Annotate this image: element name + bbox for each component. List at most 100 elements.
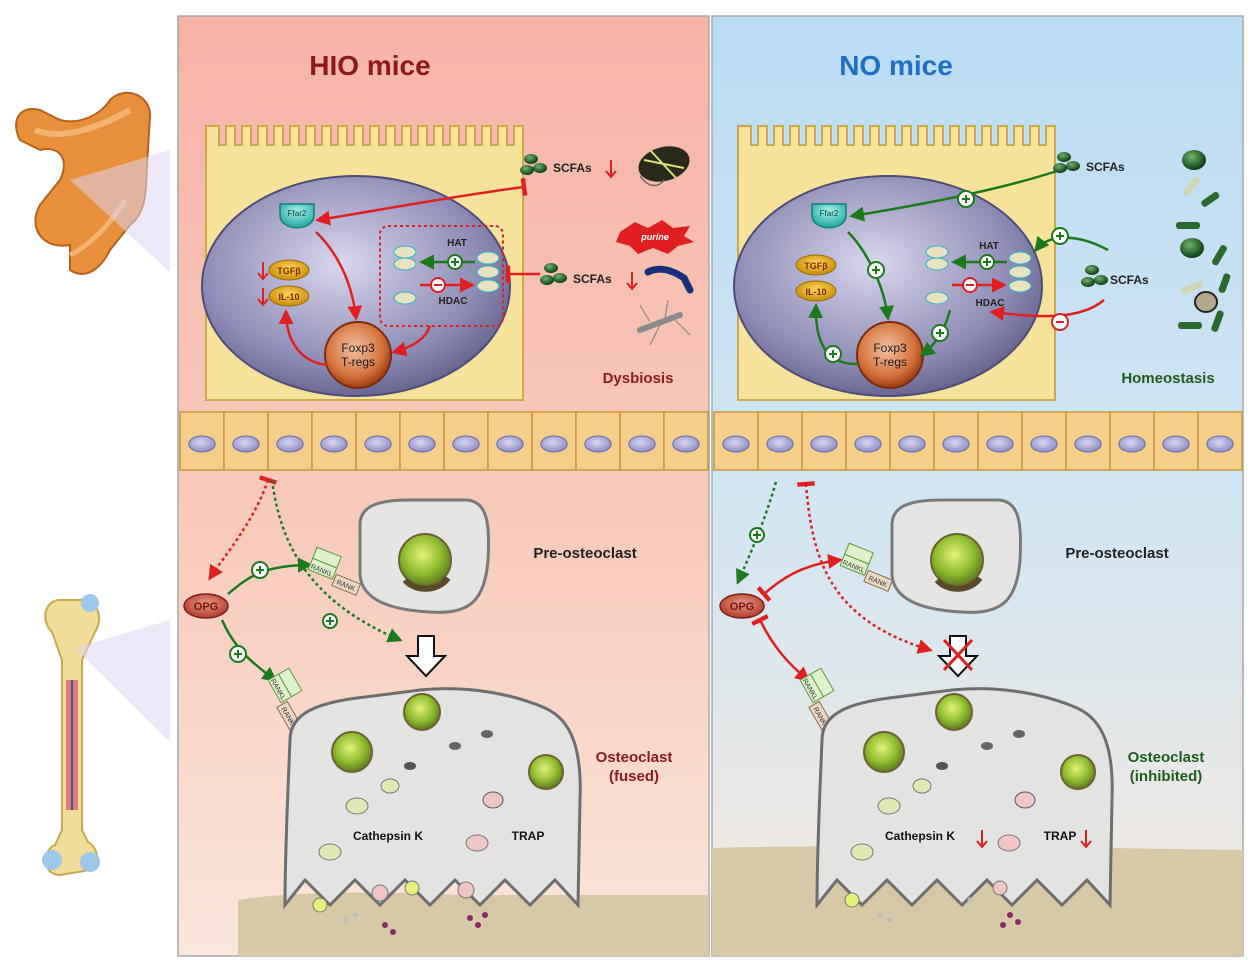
- no-scfa-mid-label: SCFAs: [1110, 273, 1149, 287]
- hio-cathepsin-label: Cathepsin K: [353, 829, 423, 843]
- no-cathepsin-label: Cathepsin K: [885, 829, 955, 843]
- hio-pre-osteoclast-label: Pre-osteoclast: [533, 545, 636, 562]
- hio-treg-cell: [324, 321, 392, 389]
- hio-epithelial-cell: [663, 411, 709, 471]
- hio-scfa-cluster-mid-icon: [540, 263, 567, 285]
- no-epithelium-row: [713, 411, 1243, 471]
- hio-activate-dashed: [270, 479, 403, 643]
- hio-scfa-mid-down-arrow-icon: [626, 272, 638, 291]
- no-epithelial-nucleus: [942, 435, 970, 453]
- hio-trap-label: TRAP: [512, 829, 545, 843]
- no-opg-inhibit-rankl-bottom: [751, 614, 811, 682]
- no-ffar2-label: Ffar2: [820, 209, 839, 218]
- hio-epithelium-row: [179, 411, 709, 471]
- no-lysosome-group: [850, 730, 1036, 861]
- no-epithelial-nucleus: [986, 435, 1014, 453]
- no-epithelial-nucleus: [854, 435, 882, 453]
- no-il10-bean: [795, 280, 837, 302]
- hio-purine-burst-icon: purine: [616, 220, 694, 254]
- no-opg-inhibit-rankl-top: [756, 554, 843, 603]
- no-tgf-bean: [795, 254, 837, 276]
- no-osteoclast-nucleus-3: [1060, 754, 1096, 790]
- no-trap-label: TRAP: [1044, 829, 1077, 843]
- hio-treg-line2: T-regs: [341, 355, 375, 369]
- no-opg-icon: [719, 593, 765, 619]
- no-osteoclast-line1: Osteoclast: [1128, 749, 1205, 766]
- hio-epithelial-nucleus: [496, 435, 524, 453]
- hio-histone-left-icon: [393, 245, 417, 305]
- no-trap-down-arrow-icon: [1080, 830, 1092, 849]
- hio-epithelial-nucleus: [276, 435, 304, 453]
- no-osteoclast-nucleus-1: [863, 731, 905, 773]
- hio-treg-to-cytokine-arrow: [278, 309, 328, 367]
- hio-osteoclast-nucleus-2: [403, 693, 441, 731]
- hio-rod-bacteria-icon: [644, 265, 694, 294]
- no-cathepsin-down-arrow-icon: [976, 830, 988, 849]
- hio-scfa-top-down-arrow-icon: [605, 160, 617, 179]
- hio-resorption-particles: [312, 880, 488, 935]
- no-epithelial-nucleus: [766, 435, 794, 453]
- no-state-label: Homeostasis: [1121, 370, 1214, 387]
- hio-pre-osteoclast-nucleus: [398, 533, 452, 587]
- no-ffar2-receptor-icon: [811, 203, 847, 229]
- hio-scfa-cluster-top-icon: [520, 154, 547, 175]
- hio-fusion-down-arrow-icon: [404, 635, 448, 678]
- no-scfa-cluster-top-icon: [1053, 152, 1080, 173]
- no-osteoclast-line2: (inhibited): [1130, 768, 1202, 785]
- no-pre-osteoclast-nucleus: [930, 533, 984, 587]
- hio-osteoclast-nucleus-3: [528, 754, 564, 790]
- hio-epithelial-nucleus: [584, 435, 612, 453]
- no-treg-line1: Foxp3: [873, 341, 907, 355]
- no-nucleus: [733, 175, 1043, 397]
- hio-purine-label: purine: [640, 232, 669, 242]
- no-fusion-block-cross-icon: [942, 638, 974, 672]
- hio-epithelial-nucleus: [320, 435, 348, 453]
- hio-epithelial-nucleus: [672, 435, 700, 453]
- hio-epithelial-nucleus: [232, 435, 260, 453]
- hio-opg-label: OPG: [194, 601, 218, 613]
- hio-title: HIO mice: [309, 50, 430, 81]
- hio-epithelial-nucleus: [364, 435, 392, 453]
- no-pre-osteoclast-label: Pre-osteoclast: [1065, 545, 1168, 562]
- hio-epithelial-nucleus: [452, 435, 480, 453]
- hio-epithelial-nucleus: [408, 435, 436, 453]
- no-scfa-top-label: SCFAs: [1086, 160, 1125, 174]
- hio-osteoclast-nucleus-1: [331, 731, 373, 773]
- hio-tgf-bean: [268, 259, 310, 281]
- no-hat-label: HAT: [979, 241, 999, 252]
- hio-state-label: Dysbiosis: [603, 370, 674, 387]
- hio-flagella-bacteria-icon: [637, 299, 691, 346]
- hio-inhibit-opg-dashed: [208, 475, 277, 581]
- hio-rankl-rank-top: RANKL RANK: [307, 546, 362, 596]
- no-title: NO mice: [839, 50, 953, 81]
- hio-il10-label: IL-10: [278, 292, 299, 302]
- no-commensal-bacteria-icon: [1176, 150, 1231, 332]
- no-scfa-cluster-mid-icon: [1081, 265, 1108, 287]
- no-epithelial-nucleus: [898, 435, 926, 453]
- hio-opg-icon: [183, 593, 229, 619]
- hio-tgf-down-arrow-icon: [257, 262, 269, 281]
- no-epithelial-nucleus: [810, 435, 838, 453]
- hio-epithelial-nucleus: [188, 435, 216, 453]
- hio-il10-bean: [268, 285, 310, 307]
- no-resorption-particles: [844, 880, 1021, 928]
- no-histone-left-icon: [925, 245, 949, 305]
- colon-illustration: [15, 91, 170, 275]
- no-tgf-label: TGFβ: [804, 261, 828, 271]
- hio-bone-surface: [238, 892, 709, 956]
- no-epithelial-nucleus: [1030, 435, 1058, 453]
- no-epithelial-nucleus: [1162, 435, 1190, 453]
- hio-bacteria-icon: [638, 146, 690, 187]
- hio-il10-down-arrow-icon: [257, 288, 269, 307]
- no-epithelial-nucleus: [1074, 435, 1102, 453]
- no-epithelial-nucleus: [1118, 435, 1146, 453]
- no-activate-opg-dashed: [736, 481, 778, 585]
- femur-bone-illustration: [42, 594, 170, 877]
- hio-scfa-to-ffar2-arrow: [315, 178, 528, 226]
- hio-nucleus: [201, 175, 511, 397]
- hio-tgf-label: TGFβ: [277, 266, 301, 276]
- no-treg-to-cytokine-arrow: [808, 303, 859, 366]
- hio-scfa-top-label: SCFAs: [553, 161, 592, 175]
- hio-osteoclast-line1: Osteoclast: [596, 749, 673, 766]
